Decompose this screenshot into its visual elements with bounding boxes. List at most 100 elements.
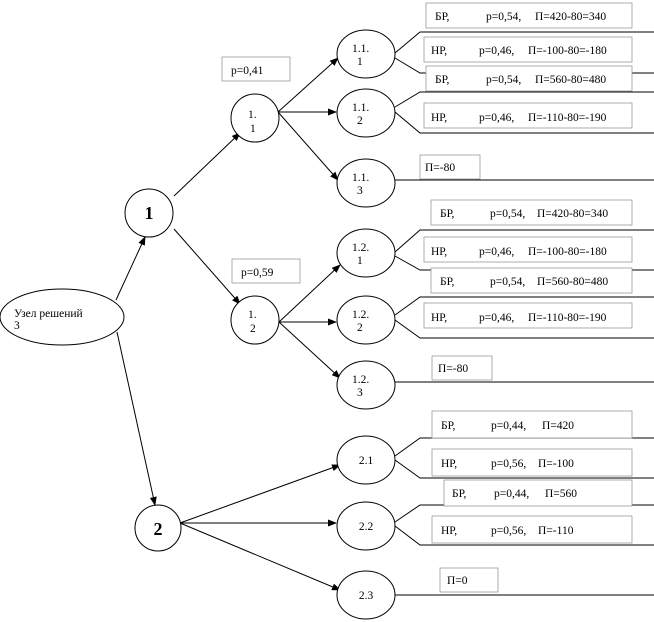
node-1-2-label: 1. — [248, 309, 257, 321]
outcome-1-2-1-br: БР, p=0,54, П=420-80=340 — [430, 199, 633, 226]
outcome-state: БР, — [440, 276, 455, 288]
outcome-profit: П=-100-80=-180 — [528, 246, 607, 258]
outcome-state: НР, — [431, 312, 447, 324]
node-1-1: 1. 1 — [230, 93, 280, 143]
root-label: Узел решений — [14, 308, 83, 320]
node-1-1-1: 1.1. 1 — [336, 29, 396, 79]
node-1-2-1-sub: 1 — [357, 255, 363, 267]
outcome-probability: p=0,46, — [479, 112, 514, 124]
outcome-probability: p=0,56, — [491, 525, 526, 537]
outcome-profit: П=560 — [545, 488, 577, 500]
outcome-profit: П=560-80=480 — [537, 276, 608, 288]
node-1-2-2: 1.2. 2 — [336, 295, 396, 345]
node-1-1-3: 1.1. 3 — [336, 158, 396, 208]
edge-1-2-1-br — [394, 229, 654, 253]
outcome-state: НР, — [431, 45, 447, 57]
probability-label-1-2: p=0,59 — [231, 258, 301, 284]
node-1-2-3-label: 1.2. — [352, 374, 369, 386]
edge-1-2-to-1-2-3 — [278, 321, 341, 379]
node-1-1-sub: 1 — [250, 123, 256, 135]
edge-2-2-nr — [394, 525, 654, 546]
outcome-state: НР, — [441, 525, 457, 537]
probability-text: p=0,59 — [241, 267, 274, 279]
outcome-1-2-1-nr: НР, p=0,46, П=-100-80=-180 — [423, 236, 633, 263]
node-1-2-2-sub: 2 — [357, 322, 363, 334]
edge-1-1-2-nr — [394, 111, 654, 134]
outcome-1-1-1-br: БР, p=0,54, П=420-80=340 — [425, 2, 633, 29]
outcome-profit: П=-100 — [538, 458, 574, 470]
node-1-2: 1. 2 — [230, 295, 280, 345]
outcome-profit: П=420-80=340 — [535, 11, 606, 23]
outcome-1-1-2-br: БР, p=0,54, П=560-80=480 — [425, 65, 633, 92]
edge-1-1-2-br — [394, 91, 654, 108]
node-1-2-2-label: 1.2. — [352, 309, 369, 321]
outcome-2-1-br: БР, p=0,44, П=420 — [431, 410, 633, 439]
outcome-probability: p=0,54, — [490, 276, 525, 288]
decision-node-alt-1: 1 — [124, 188, 174, 238]
node-1-1-1-sub: 1 — [357, 56, 363, 68]
outcome-state: НР, — [431, 246, 447, 258]
edge-1-to-1-2 — [173, 228, 241, 305]
outcome-state: БР, — [441, 420, 456, 432]
outcome-probability: p=0,46, — [479, 312, 514, 324]
node-2-2: 2.2 — [336, 501, 396, 551]
outcome-1-1-1-nr: НР, p=0,46, П=-100-80=-180 — [423, 36, 633, 63]
outcome-state: БР, — [435, 11, 450, 23]
node-1-1-1-label: 1.1. — [352, 43, 369, 55]
outcome-probability: p=0,44, — [494, 488, 529, 500]
node-2-1-label: 2.1 — [359, 455, 374, 467]
outcome-profit: П=560-80=480 — [535, 74, 606, 86]
outcome-profit: П=-110-80=-190 — [528, 112, 607, 124]
probability-label-1-1: p=0,41 — [221, 56, 291, 82]
outcome-state: НР, — [441, 458, 457, 470]
outcome-profit: П=-110 — [538, 525, 574, 537]
outcome-1-2-2-br: БР, p=0,54, П=560-80=480 — [430, 267, 633, 294]
outcome-profit: П=-110-80=-190 — [528, 312, 607, 324]
outcome-profit: П=420 — [542, 420, 574, 432]
node-1-1-2: 1.1. 2 — [336, 88, 396, 138]
outcome-1-2-3: П=-80 — [431, 355, 493, 381]
node-1-2-3-sub: 3 — [357, 387, 363, 399]
node-1-1-3-sub: 3 — [357, 185, 363, 197]
node-1-1-2-label: 1.1. — [352, 102, 369, 114]
node-2-3: 2.3 — [336, 570, 396, 620]
outcome-profit: П=-80 — [425, 162, 455, 174]
outcome-state: БР, — [435, 74, 450, 86]
outcome-probability: p=0,56, — [491, 458, 526, 470]
node-1-1-label: 1. — [248, 109, 257, 121]
outcome-probability: p=0,54, — [486, 11, 521, 23]
edge-1-2-2-br — [394, 296, 654, 316]
edge-1-to-1-1 — [173, 132, 241, 197]
node-2-1: 2.1 — [336, 435, 396, 485]
edge-1-1-to-1-1-3 — [277, 111, 339, 181]
edge-1-1-1-br — [394, 31, 654, 54]
edge-2-1-nr — [394, 459, 654, 479]
outcome-2-1-nr: НР, p=0,56, П=-100 — [431, 448, 633, 477]
outcome-profit: П=-80 — [438, 363, 468, 375]
edge-2-to-2-1 — [179, 464, 341, 524]
outcome-probability: p=0,46, — [479, 45, 514, 57]
alt-2-label: 2 — [154, 519, 163, 539]
edge-root-to-2 — [116, 331, 157, 506]
edge-1-1-to-1-1-1 — [277, 57, 339, 113]
tree-edges — [115, 31, 654, 596]
outcome-1-2-2-nr: НР, p=0,46, П=-110-80=-190 — [423, 302, 633, 329]
outcome-probability: p=0,44, — [491, 420, 526, 432]
outcome-state: НР, — [431, 112, 447, 124]
outcome-profit: П=420-80=340 — [537, 208, 608, 220]
outcome-probability: p=0,54, — [486, 74, 521, 86]
alt-1-label: 1 — [145, 203, 154, 223]
outcome-probability: p=0,54, — [490, 208, 525, 220]
node-2-2-label: 2.2 — [359, 521, 374, 533]
outcome-2-3: П=0 — [439, 567, 499, 593]
node-2-3-label: 2.3 — [359, 590, 374, 602]
outcome-1-1-2-nr: НР, p=0,46, П=-110-80=-190 — [423, 102, 633, 129]
outcome-probability: p=0,46, — [479, 246, 514, 258]
decision-node-alt-2: 2 — [134, 504, 182, 552]
outcome-1-1-3: П=-80 — [419, 154, 481, 180]
outcome-2-2-br: БР, p=0,44, П=560 — [443, 479, 633, 507]
edge-root-to-1 — [115, 236, 146, 301]
outcome-state: БР, — [440, 208, 455, 220]
outcome-state: БР, — [452, 488, 467, 500]
